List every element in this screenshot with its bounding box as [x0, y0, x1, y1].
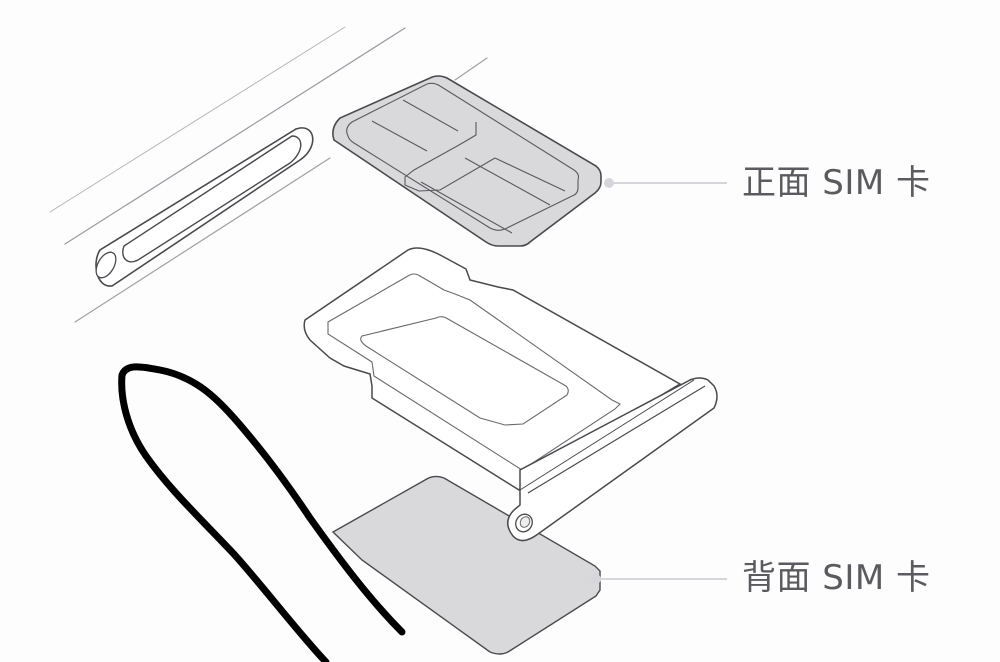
back-sim-leader — [591, 574, 727, 584]
hand-drawn-annotation — [118, 363, 406, 662]
back-sim-label: 背面 SIM 卡 — [742, 558, 931, 598]
front-sim-leader — [604, 178, 727, 188]
sim-tray — [303, 247, 718, 542]
back-sim-card — [331, 475, 601, 655]
front-sim-card — [332, 75, 602, 247]
phone-edge — [49, 26, 488, 323]
front-sim-label: 正面 SIM 卡 — [742, 163, 931, 203]
